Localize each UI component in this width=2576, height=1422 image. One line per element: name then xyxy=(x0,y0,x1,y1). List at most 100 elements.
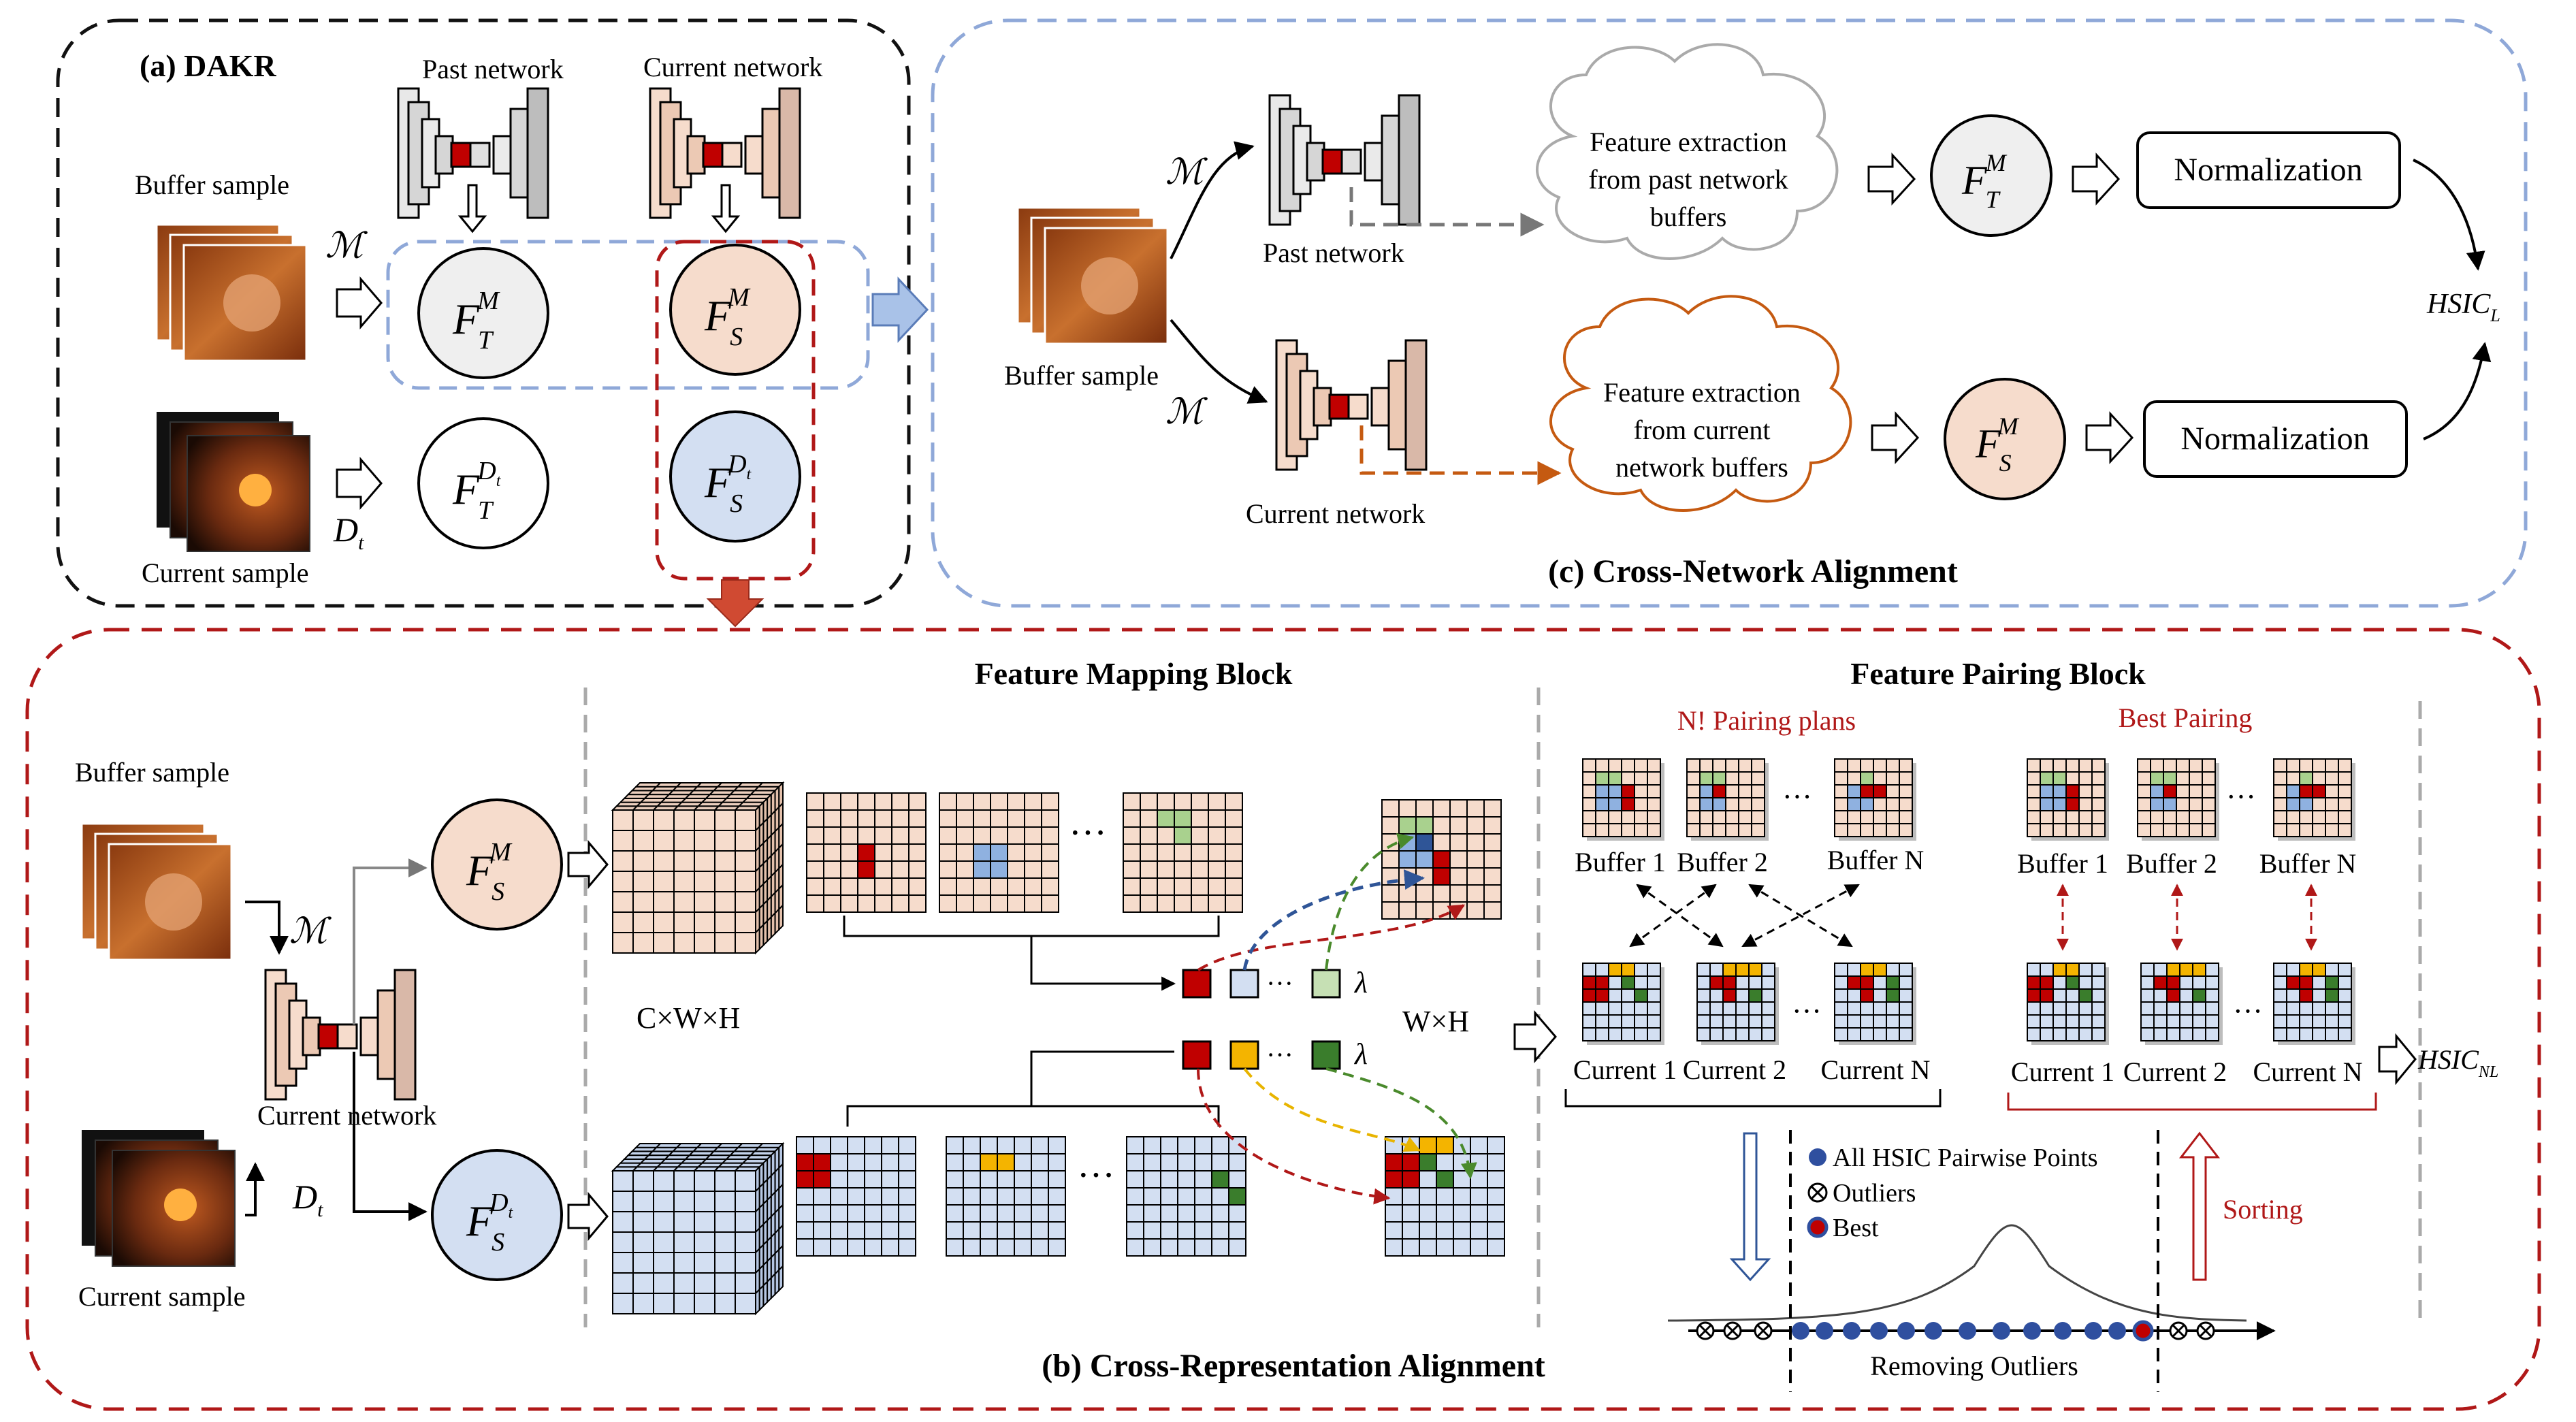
pair-current-right-3-cell xyxy=(2286,963,2300,977)
pair-current-left-2-cell xyxy=(1735,1027,1750,1041)
pair-buffer-right-3-cell xyxy=(2286,771,2300,786)
cube-front-cell xyxy=(694,1191,715,1212)
map-grid-top-1-cell xyxy=(857,792,875,811)
cube-front-cell xyxy=(714,871,736,892)
token-row-bottom xyxy=(1182,1040,1341,1070)
map-grid-top-3-cell xyxy=(1225,826,1243,845)
pair-current-left-1-cell xyxy=(1621,975,1635,990)
pair-current-left-2-cell xyxy=(1735,963,1750,977)
cube-front-cell xyxy=(714,1272,736,1294)
map-grid-bottom-1-cell xyxy=(864,1204,882,1223)
pair-buffer-right-1-cell xyxy=(2091,758,2106,773)
buffer-sample-image-b xyxy=(80,822,233,961)
pair-buffer-right-2-cell xyxy=(2189,758,2203,773)
map-grid-top-target-cell xyxy=(1381,816,1400,835)
map-grid-top-3-cell xyxy=(1157,826,1175,845)
map-grid-bottom-target-cell xyxy=(1487,1204,1505,1223)
cube-front-cell xyxy=(714,932,736,954)
map-grid-top-1-cell xyxy=(823,894,841,913)
pair-buffer-right-1-cell xyxy=(2040,758,2054,773)
map-grid-bottom-target-cell xyxy=(1436,1187,1454,1206)
label-M-c-top: ℳ xyxy=(1165,153,1208,192)
map-grid-bottom-target-cell xyxy=(1487,1238,1505,1257)
map-grid-bottom-2-cell xyxy=(1031,1204,1049,1223)
map-grid-top-target-cell xyxy=(1483,816,1502,835)
pair-buffer-right-3-cell xyxy=(2325,771,2339,786)
map-grid-bottom-3-cell xyxy=(1143,1136,1161,1154)
pair-current-left-1-cell xyxy=(1634,975,1648,990)
map-grid-top-1-cell xyxy=(806,877,824,896)
map-grid-top-2-cell xyxy=(973,860,991,879)
pair-buffer-right-1-cell xyxy=(2027,810,2041,824)
pair-current-left-2-cell xyxy=(1735,1001,1750,1016)
pair-buffer-left-3-cell xyxy=(1899,758,1913,773)
map-grid-top-2-cell xyxy=(1041,877,1059,896)
cloud-past-line2: from past network xyxy=(1588,164,1788,195)
pair-buffer-right-3-cell xyxy=(2273,823,2287,837)
pair-current-right-3 xyxy=(2273,963,2355,1045)
map-grid-bottom-target-cell xyxy=(1402,1204,1420,1223)
pair-buffer-right-3-cell xyxy=(2273,758,2287,773)
map-grid-bottom-1 xyxy=(796,1136,916,1257)
map-grid-top-target-cell xyxy=(1398,867,1417,886)
best-pairing-arrows xyxy=(2057,884,2317,951)
map-grid-bottom-target-cell xyxy=(1385,1238,1403,1257)
map-grid-top-3-cell xyxy=(1123,809,1141,828)
map-grid-top-1-cell xyxy=(908,809,927,828)
cube-front-cell xyxy=(673,1211,695,1233)
cube-front-cell xyxy=(632,891,654,913)
map-grid-top-target-cell xyxy=(1398,901,1417,920)
map-grid-bottom-target-cell xyxy=(1453,1170,1471,1189)
pair-current-left-3-cell xyxy=(1847,1001,1861,1016)
map-grid-bottom-2 xyxy=(946,1136,1066,1257)
pair-current-left-3-cell xyxy=(1873,975,1887,990)
curve-green-top xyxy=(1325,833,1415,971)
map-grid-bottom-1-cell xyxy=(864,1153,882,1171)
pair-buffer-left-3-cell xyxy=(1847,823,1861,837)
map-grid-bottom-3-cell xyxy=(1160,1153,1178,1171)
map-grid-top-2-cell xyxy=(1007,843,1025,862)
cube-front-cell xyxy=(735,932,756,954)
map-grid-top-1-cell xyxy=(823,809,841,828)
feature-FSD-a: FSDt xyxy=(669,410,801,543)
hsic-point xyxy=(1816,1322,1833,1340)
map-grid-top-1-cell xyxy=(908,792,927,811)
current1-left: Current 1 xyxy=(1573,1054,1677,1085)
brace-bottom xyxy=(846,1050,1220,1127)
pair-current-left-1-cell xyxy=(1595,975,1609,990)
pair-buffer-right-1-cell xyxy=(2052,810,2067,824)
pair-buffer-left-1-cell xyxy=(1621,797,1635,811)
cube-front-cell xyxy=(653,1252,675,1274)
pair-current-left-2-cell xyxy=(1761,1014,1775,1029)
map-grid-bottom-2-cell xyxy=(946,1238,964,1257)
normalization-label-bottom: Normalization xyxy=(2180,421,2369,457)
pair-buffer-left-2-cell xyxy=(1699,823,1713,837)
pair-buffer-right-2-cell xyxy=(2176,823,2190,837)
pair-buffer-left-1-cell xyxy=(1608,810,1622,824)
pair-current-left-1-cell xyxy=(1595,1027,1609,1041)
cube-front-cell xyxy=(735,1211,756,1233)
cube-front-cell xyxy=(735,830,756,852)
pair-buffer-right-1-cell xyxy=(2078,823,2093,837)
map-grid-bottom-3-cell xyxy=(1126,1136,1144,1154)
cube-front-cell xyxy=(714,850,736,872)
label-Dt-b: Dt xyxy=(292,1178,323,1221)
map-grid-top-2-cell xyxy=(1041,792,1059,811)
pair-current-right-3-cell xyxy=(2338,988,2352,1003)
map-grid-bottom-3-cell xyxy=(1211,1221,1229,1240)
pair-buffer-right-2-cell xyxy=(2150,758,2164,773)
panel-b-frame xyxy=(25,628,2541,1411)
best-pairing-label: Best Pairing xyxy=(2119,702,2253,733)
map-grid-bottom-2-cell xyxy=(1031,1221,1049,1240)
cube-front-cell xyxy=(673,850,695,872)
buffer1-right: Buffer 1 xyxy=(2017,848,2108,879)
cube-front-cell xyxy=(632,1252,654,1274)
map-grid-bottom-2-cell xyxy=(980,1221,998,1240)
cube-front-cell xyxy=(653,830,675,852)
cube-front-cell xyxy=(673,932,695,954)
map-grid-top-2-cell xyxy=(956,860,974,879)
cube-front-cell xyxy=(673,1170,695,1192)
pair-current-left-1-cell xyxy=(1595,1001,1609,1016)
pair-buffer-right-2-cell xyxy=(2189,771,2203,786)
